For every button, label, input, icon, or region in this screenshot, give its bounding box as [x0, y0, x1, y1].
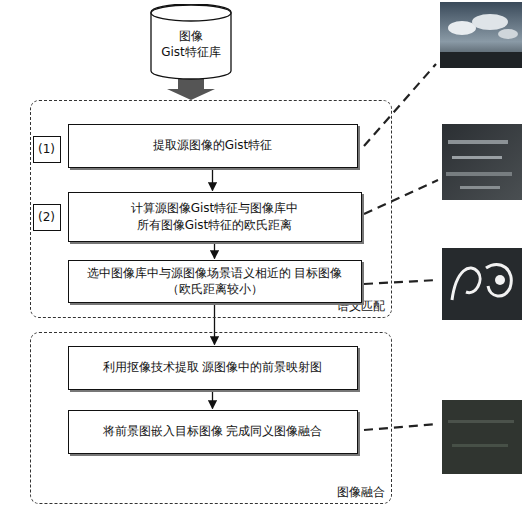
scene-image [440, 2, 522, 68]
step-number-box: (1) [33, 136, 61, 163]
dashed-region: 语义匹配(1)提取源图像的Gist特征(2)计算源图像Gist特征与图像库中 所… [30, 100, 392, 318]
flow-arrow [212, 169, 213, 191]
scene-image [442, 400, 522, 474]
process-box: 计算源图像Gist特征与图像库中 所有图像Gist特征的欧氏距离 [68, 192, 362, 242]
flow-arrow [212, 391, 213, 409]
process-box: 利用抠像技术提取 源图像中的前景映射图 [68, 346, 358, 390]
step-number: (1) [38, 141, 55, 157]
database-cylinder: 图像 Gist特征库 [150, 4, 232, 80]
scene-image [442, 248, 522, 320]
dashed-region: 图像融合 利用抠像技术提取 源图像中的前景映射图将前景图嵌入目标图像 完成同义图像… [30, 332, 392, 504]
step-number-box: (2) [33, 204, 61, 231]
flow-arrow [214, 304, 215, 345]
node-text: 计算源图像Gist特征与图像库中 所有图像Gist特征的欧氏距离 [69, 200, 361, 232]
node-text: 提取源图像的Gist特征 [153, 137, 273, 153]
scene-image [442, 124, 522, 200]
process-box: 将前景图嵌入目标图像 完成同义图像融合 [68, 410, 358, 454]
step-number: (2) [38, 209, 55, 225]
node-text: 利用抠像技术提取 源图像中的前景映射图 [103, 359, 323, 375]
node-text: 选中图像库中与源图像场景语义相近的 目标图像（欧氏距离较小） [69, 265, 361, 297]
node-text: 将前景图嵌入目标图像 完成同义图像融合 [103, 423, 323, 439]
leader-line [364, 64, 438, 430]
node-text: 图像 Gist特征库 [152, 28, 230, 60]
process-box: 选中图像库中与源图像场景语义相近的 目标图像（欧氏距离较小） [68, 260, 362, 303]
region-label: 图像融合 [336, 484, 386, 501]
flow-arrow [214, 243, 215, 259]
process-box: 提取源图像的Gist特征 [68, 124, 358, 168]
